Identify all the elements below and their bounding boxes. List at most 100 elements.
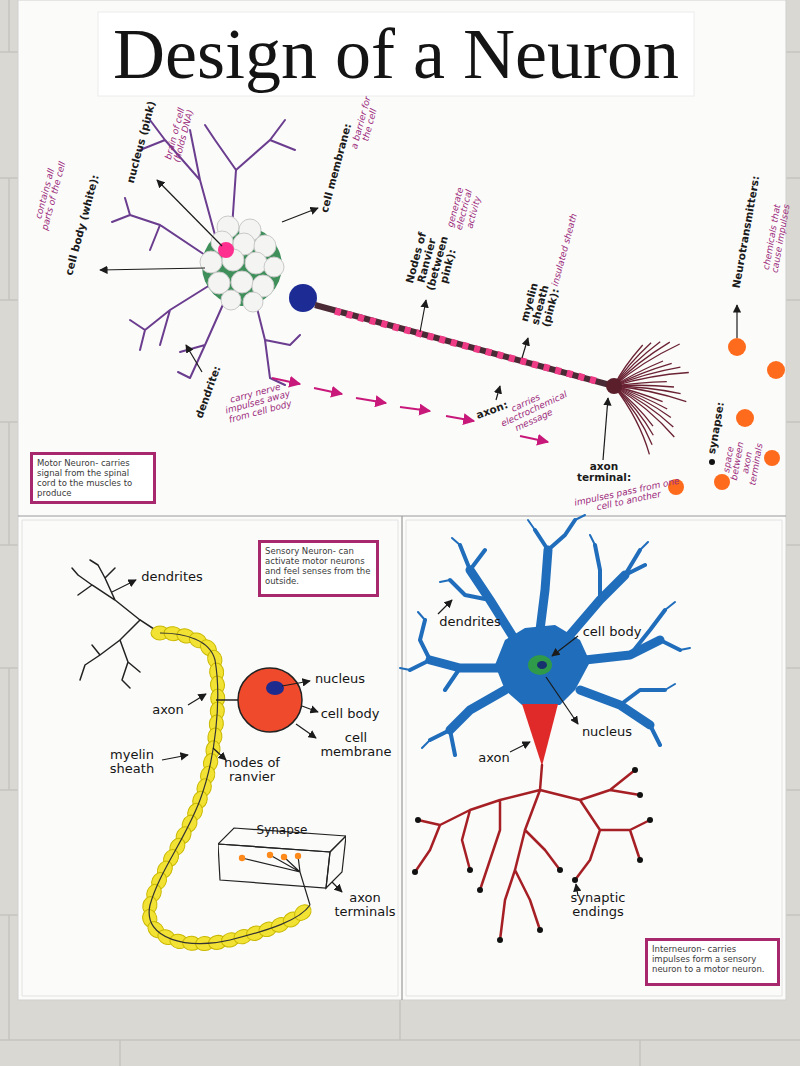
dendrite-branches (130, 285, 210, 350)
cell-body-model (200, 216, 284, 312)
leader-arrows (100, 180, 737, 460)
cell-body-model (200, 216, 284, 312)
sensory-axon-terminals (239, 855, 245, 861)
interneuron-axon-branches (500, 790, 560, 940)
sensory-axon-line (149, 633, 310, 944)
synaptic-ending-dot (412, 767, 653, 943)
axon-model (315, 305, 610, 385)
box-face (326, 836, 346, 888)
synaptic-ending-dot (572, 877, 578, 883)
part-label: axon terminal: (574, 461, 634, 483)
leader-arrows (510, 742, 530, 752)
synaptic-ending-dot (537, 927, 543, 933)
interneuron-body (528, 655, 552, 675)
neurotransmitter-pompoms (668, 338, 785, 495)
synapse-label: Synapse (218, 823, 346, 837)
leader-arrows (546, 677, 578, 724)
interneuron-axon-branches (415, 765, 650, 940)
cell-body-model (264, 257, 284, 277)
sensory-cell-body (216, 668, 302, 732)
synaptic-ending-dot (467, 867, 473, 873)
axon-terminal-strands (614, 344, 680, 386)
axon-terminal-strands (614, 386, 649, 454)
neurotransmitter-pompoms (736, 409, 754, 427)
leader-arrows (157, 180, 222, 246)
leader-arrows (736, 305, 737, 338)
box-text: Sensory Neuron- can activate motor neuro… (265, 546, 372, 586)
sensory-dendrites (80, 620, 140, 688)
interneuron-body (495, 625, 590, 766)
leader-arrows (112, 580, 136, 592)
synaptic-ending-dot (497, 937, 503, 943)
sensory-axon-terminals (239, 852, 310, 905)
sensory-axon-terminals (267, 852, 273, 858)
synapse-box: Synapse (218, 822, 346, 890)
leader-arrows (438, 600, 578, 896)
neurotransmitter-pompoms (764, 450, 780, 466)
part-label: axon (152, 703, 183, 717)
leader-arrows (188, 694, 206, 705)
synaptic-ending-dot (637, 792, 643, 798)
axon-model (289, 284, 610, 385)
neurotransmitter-pompoms (767, 361, 785, 379)
part-label: cell body (321, 707, 380, 721)
poster-title: Design of a Neuron (98, 12, 694, 96)
part-label: nucleus (315, 672, 365, 686)
axon-terminal-knot (606, 378, 622, 394)
leader-arrows (603, 398, 608, 460)
part-label: axon terminals (333, 891, 397, 918)
signal-direction-arrows (314, 388, 342, 394)
leader-arrows (438, 600, 452, 614)
cell-body-model (200, 251, 222, 273)
cell-body-model (245, 252, 267, 274)
leader-arrows (282, 681, 310, 686)
signal-direction-arrows (400, 407, 430, 411)
part-label: cell body (583, 625, 642, 639)
box-text: Interneuron- carries impulses form a sen… (652, 944, 773, 974)
leader-arrows (496, 386, 500, 400)
sensory-axon-terminals (295, 853, 301, 859)
neurotransmitter-pompoms (728, 338, 746, 356)
leader-arrows (302, 706, 318, 712)
dendrite-branches (255, 300, 300, 385)
synapse-dot (709, 459, 715, 465)
signal-direction-arrows (356, 398, 386, 403)
poster-sheet (18, 0, 786, 1000)
synaptic-ending-dot (477, 887, 483, 893)
part-label: myelin sheath (101, 748, 163, 775)
poster-sheet (18, 516, 786, 1000)
dendrite-branches (205, 120, 295, 228)
axon-terminal-strands (614, 373, 689, 387)
sensory-cell-body (216, 699, 238, 701)
part-label: nucleus (582, 725, 632, 739)
part-label: dendrites (439, 615, 501, 629)
leader-arrows (100, 268, 205, 270)
poster-sheet (98, 12, 694, 96)
cell-body-model (243, 292, 263, 312)
leader-arrows (332, 882, 342, 892)
signal-direction-arrows (520, 436, 548, 442)
myelin-bead (141, 626, 314, 951)
sensory-cell-body (266, 681, 284, 695)
poster-sheet (22, 520, 782, 996)
leader-arrows (522, 338, 528, 358)
synaptic-ending-dot (647, 817, 653, 823)
leader-arrows (552, 636, 578, 656)
poster-sheet (18, 0, 786, 1000)
interneuron-body (537, 661, 547, 669)
leader-arrows (420, 300, 426, 332)
sensory-axon-terminals (239, 852, 301, 861)
cell-body-model (221, 290, 241, 310)
interneuron-axon-branches (540, 770, 650, 880)
interneuron-body (522, 704, 558, 766)
leader-arrows (186, 345, 202, 372)
dendrite-branches (112, 198, 205, 255)
description-box: Interneuron- carries impulses form a sen… (645, 938, 780, 986)
synaptic-ending-dot (412, 869, 418, 875)
interneuron-body (495, 625, 590, 705)
description-box: Sensory Neuron- can activate motor neuro… (258, 540, 379, 597)
description-box: Motor Neuron- carries signal from the sp… (30, 452, 156, 504)
